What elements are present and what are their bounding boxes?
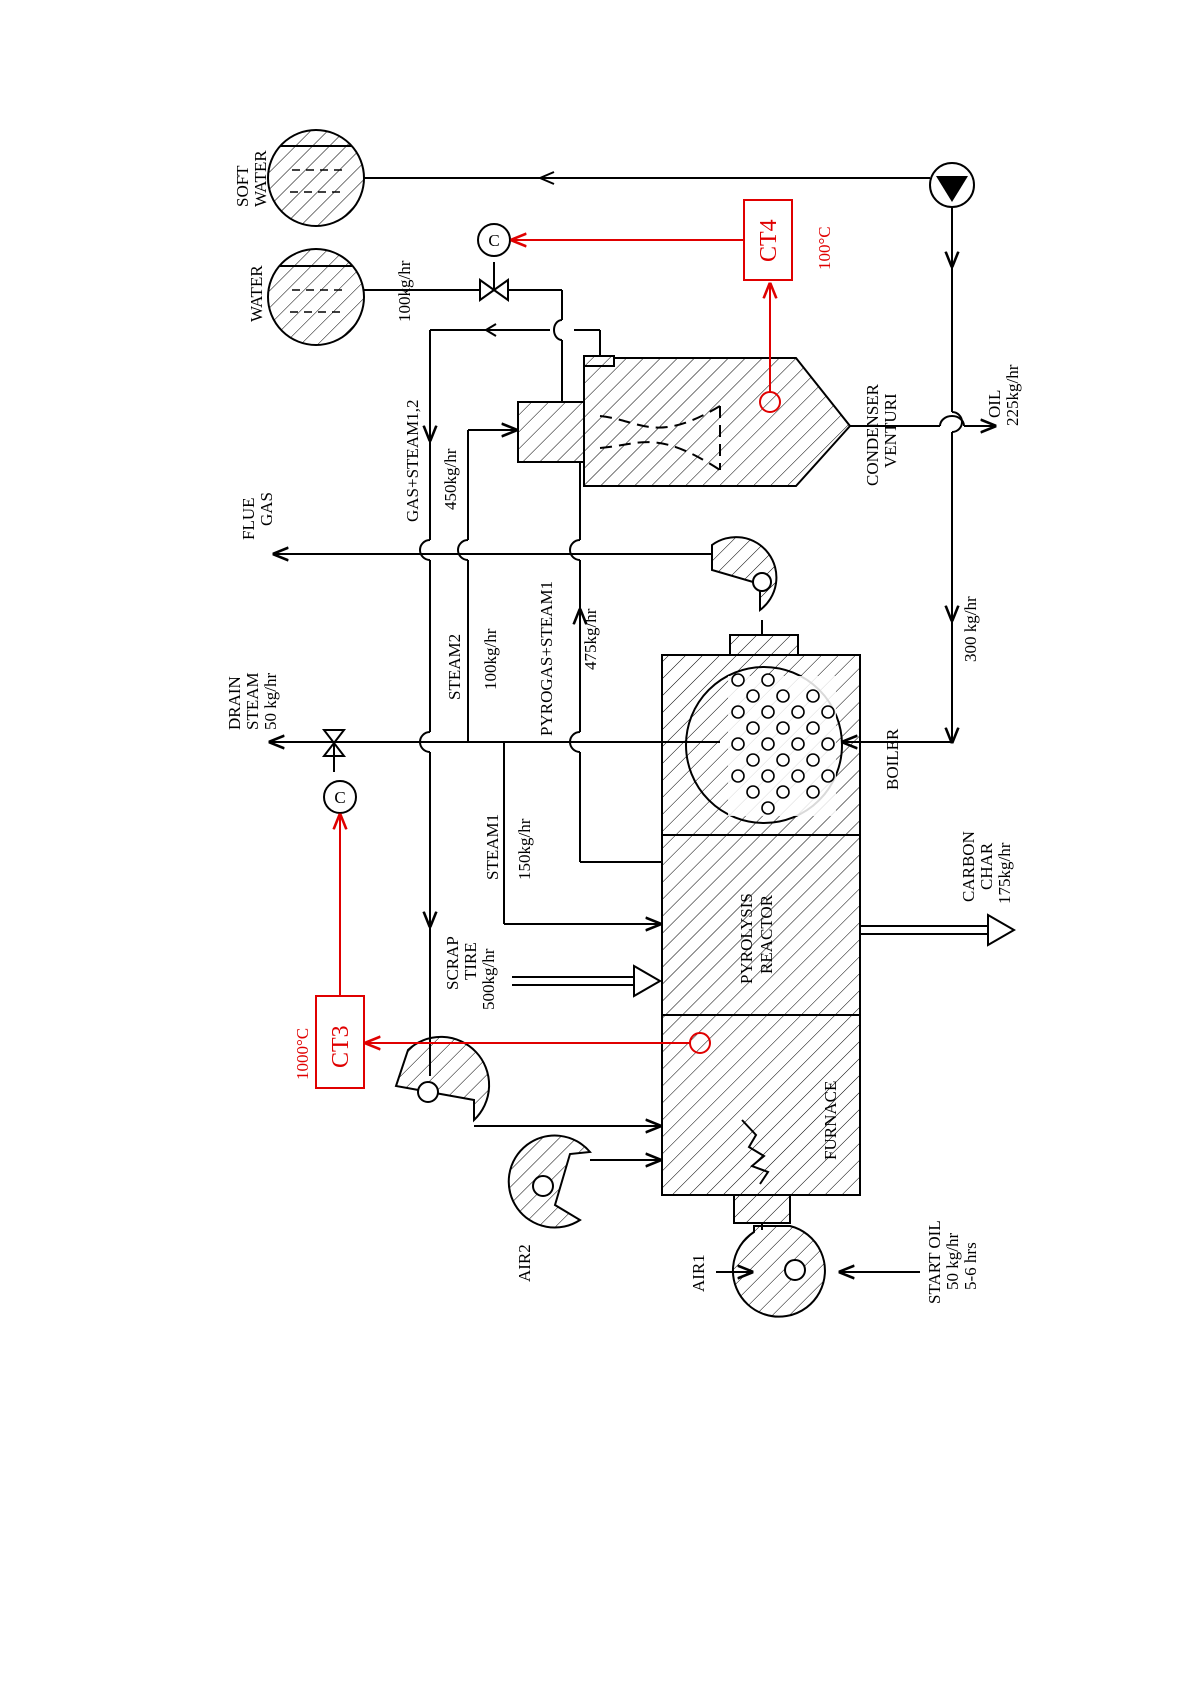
- pump-icon: [929, 162, 975, 208]
- air-blower-upper: [394, 1035, 491, 1123]
- label-drain-steam-1: DRAIN: [225, 676, 244, 730]
- reactor-block: [661, 634, 861, 1224]
- label-air2: AIR2: [515, 1244, 534, 1282]
- label-pyrogas-flow: 475kg/hr: [581, 608, 600, 670]
- pyrolysis-section: [661, 834, 861, 1016]
- label-ct4-temp: 100°C: [815, 226, 834, 270]
- label-ct4: CT4: [756, 219, 782, 262]
- label-scrap-tire-1: SCRAP: [443, 936, 462, 990]
- label-boiler: BOILER: [883, 728, 902, 790]
- label-drain-steam-2: STEAM: [243, 672, 262, 730]
- label-start-oil-3: 5-6 hrs: [961, 1242, 980, 1290]
- label-pyrogas: PYROGAS+STEAM1: [537, 581, 556, 736]
- soft-water-tank: [267, 129, 365, 227]
- label-gas-steam: GAS+STEAM1,2: [403, 400, 422, 522]
- water-tank: [267, 248, 365, 346]
- labels: SOFT WATER WATER 100kg/hr GAS+STEAM1,2 4…: [225, 150, 1022, 1304]
- label-pyrolysis-2: REACTOR: [757, 894, 776, 974]
- label-water-flow: 100kg/hr: [395, 260, 414, 322]
- label-carbon-char-1: CARBON: [959, 831, 978, 902]
- label-air1: AIR1: [689, 1254, 708, 1292]
- burner-nozzle: [733, 1194, 791, 1224]
- air2-blower: [507, 1134, 592, 1229]
- air1-blower: [731, 1225, 826, 1318]
- label-pyrolysis-1: PYROLYSIS: [737, 893, 756, 984]
- piping: [270, 171, 995, 1272]
- label-ct3: CT3: [328, 1025, 354, 1068]
- label-soft-water-2: WATER: [251, 150, 270, 207]
- carbon-char-arrow: [860, 913, 1017, 947]
- label-scrap-tire-3: 500kg/hr: [479, 948, 498, 1010]
- label-drain-steam-3: 50 kg/hr: [261, 673, 280, 730]
- controller-lower-label: C: [334, 788, 345, 807]
- controller-lower: C: [323, 780, 357, 814]
- label-soft-water-1: SOFT: [233, 165, 252, 207]
- label-scrap-tire-2: TIRE: [461, 942, 480, 980]
- label-steam2: STEAM2: [445, 634, 464, 700]
- label-steam1: STEAM1: [483, 814, 502, 880]
- flue-gas-fan: [711, 536, 778, 612]
- condenser-venturi: [517, 355, 852, 487]
- label-steam1-flow: 150kg/hr: [515, 818, 534, 880]
- label-oil-1: OIL: [985, 390, 1004, 418]
- label-ct3-temp: 1000°C: [293, 1028, 312, 1080]
- ct4-control-loop: [512, 199, 793, 413]
- furnace-section: [661, 1014, 861, 1196]
- label-furnace: FURNACE: [821, 1081, 840, 1160]
- controller-upper: C: [477, 223, 511, 257]
- boiler-tubes: [731, 673, 835, 815]
- label-gas-steam-flow: 450kg/hr: [441, 448, 460, 510]
- label-start-oil-2: 50 kg/hr: [943, 1233, 962, 1290]
- boiler-outlet-nozzle: [729, 634, 799, 656]
- label-start-oil-1: START OIL: [925, 1220, 944, 1304]
- label-carbon-char-2: CHAR: [977, 842, 996, 890]
- label-steam2-flow: 100kg/hr: [481, 628, 500, 690]
- label-flue-gas-1: FLUE: [239, 498, 258, 541]
- flame-icon: [741, 1119, 770, 1185]
- ct3-control-loop: [315, 815, 711, 1089]
- label-condenser-2: VENTURI: [881, 393, 900, 468]
- label-carbon-char-3: 175kg/hr: [995, 842, 1014, 904]
- water-valve-icon: [479, 262, 509, 302]
- label-oil-2: 225kg/hr: [1003, 364, 1022, 426]
- label-boiler-feed-flow: 300 kg/hr: [961, 596, 980, 662]
- label-condenser-1: CONDENSER: [863, 383, 882, 486]
- label-flue-gas-2: GAS: [257, 492, 276, 526]
- scrap-tire-feed-arrow: [512, 964, 663, 998]
- label-water: WATER: [247, 265, 266, 322]
- controller-upper-label: C: [488, 231, 499, 250]
- drain-valve-icon: [321, 729, 347, 772]
